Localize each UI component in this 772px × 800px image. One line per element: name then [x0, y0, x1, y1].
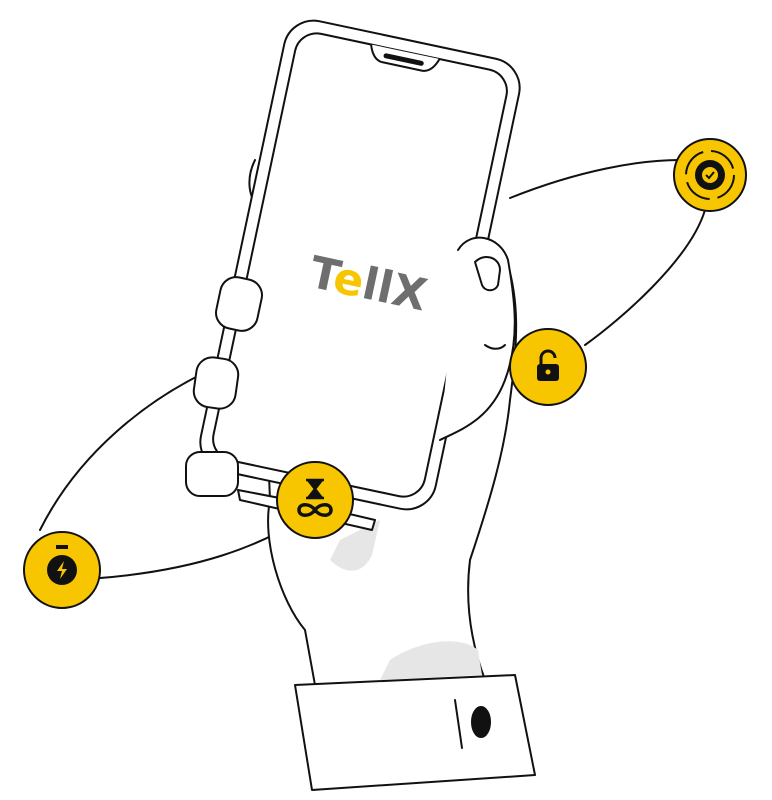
badge-stopwatch[interactable]: [23, 531, 101, 609]
hand-shadow: [380, 641, 482, 680]
finger: [215, 276, 263, 332]
shirt-cuff: [294, 674, 536, 791]
finger: [185, 451, 239, 497]
orbit-line: [39, 374, 201, 531]
cuff-line: [454, 699, 463, 749]
finger: [192, 356, 240, 410]
badge-infinity[interactable]: [276, 461, 354, 539]
cuff-button: [471, 706, 491, 738]
orbit-line: [584, 209, 706, 346]
gear-check-icon: [685, 150, 735, 200]
stopwatch-bolt-icon: [47, 545, 77, 585]
badge-gear[interactable]: [673, 138, 747, 212]
thumb-crease: [484, 344, 506, 350]
hourglass-infinity-icon: [297, 478, 333, 517]
badge-lock[interactable]: [509, 328, 587, 406]
orbit-line: [509, 159, 681, 199]
unlock-icon: [537, 349, 559, 381]
thumb-nail: [474, 255, 501, 292]
hand-shadow: [330, 520, 380, 571]
